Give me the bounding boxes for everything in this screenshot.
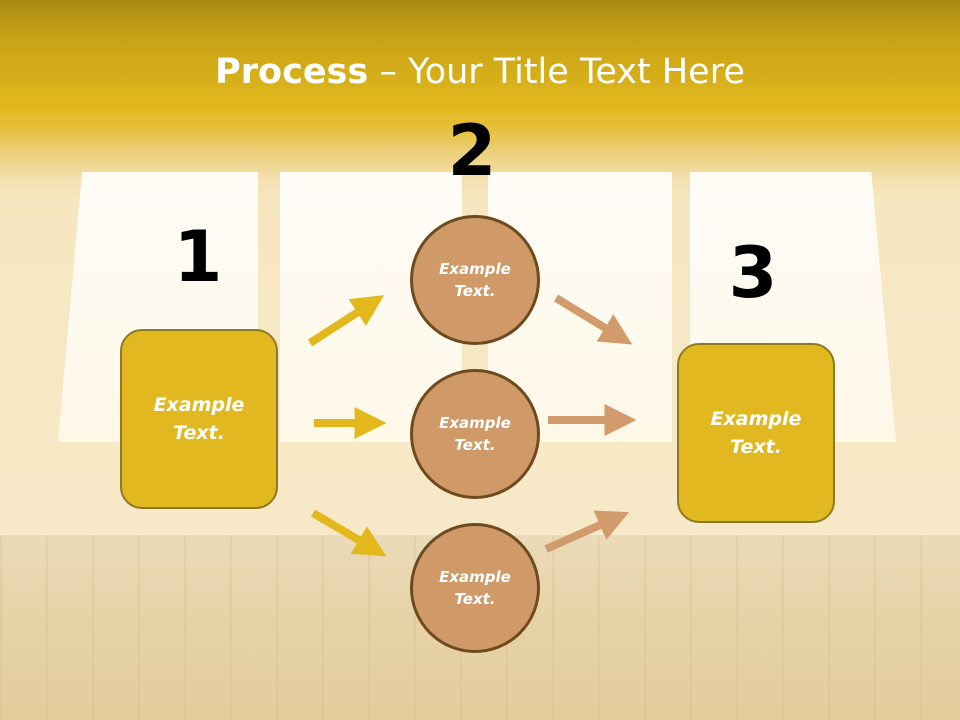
arrow-down-right <box>310 509 387 557</box>
circle-text: Example Text. <box>439 567 511 609</box>
header-glow <box>0 120 960 180</box>
arrow-down-right <box>553 294 633 345</box>
step-number-3: 3 <box>728 232 778 314</box>
process-box-left: Example Text. <box>120 329 278 509</box>
arrow-up-right <box>544 510 630 553</box>
circle-text: Example Text. <box>439 259 511 301</box>
title-rest: – Your Title Text Here <box>368 52 745 92</box>
box-text: Example Text. <box>710 407 802 459</box>
arrow-up-right <box>307 295 385 347</box>
process-box-right: Example Text. <box>677 343 835 523</box>
process-circle-bottom: Example Text. <box>410 523 540 653</box>
process-circle-top: Example Text. <box>410 215 540 345</box>
box-text: Example Text. <box>153 393 245 445</box>
process-circle-middle: Example Text. <box>410 369 540 499</box>
circle-text: Example Text. <box>439 413 511 455</box>
title-bold: Process <box>215 52 369 92</box>
step-number-2: 2 <box>447 110 497 192</box>
step-number-1: 1 <box>173 216 223 298</box>
slide-title: Process – Your Title Text Here <box>0 52 960 92</box>
